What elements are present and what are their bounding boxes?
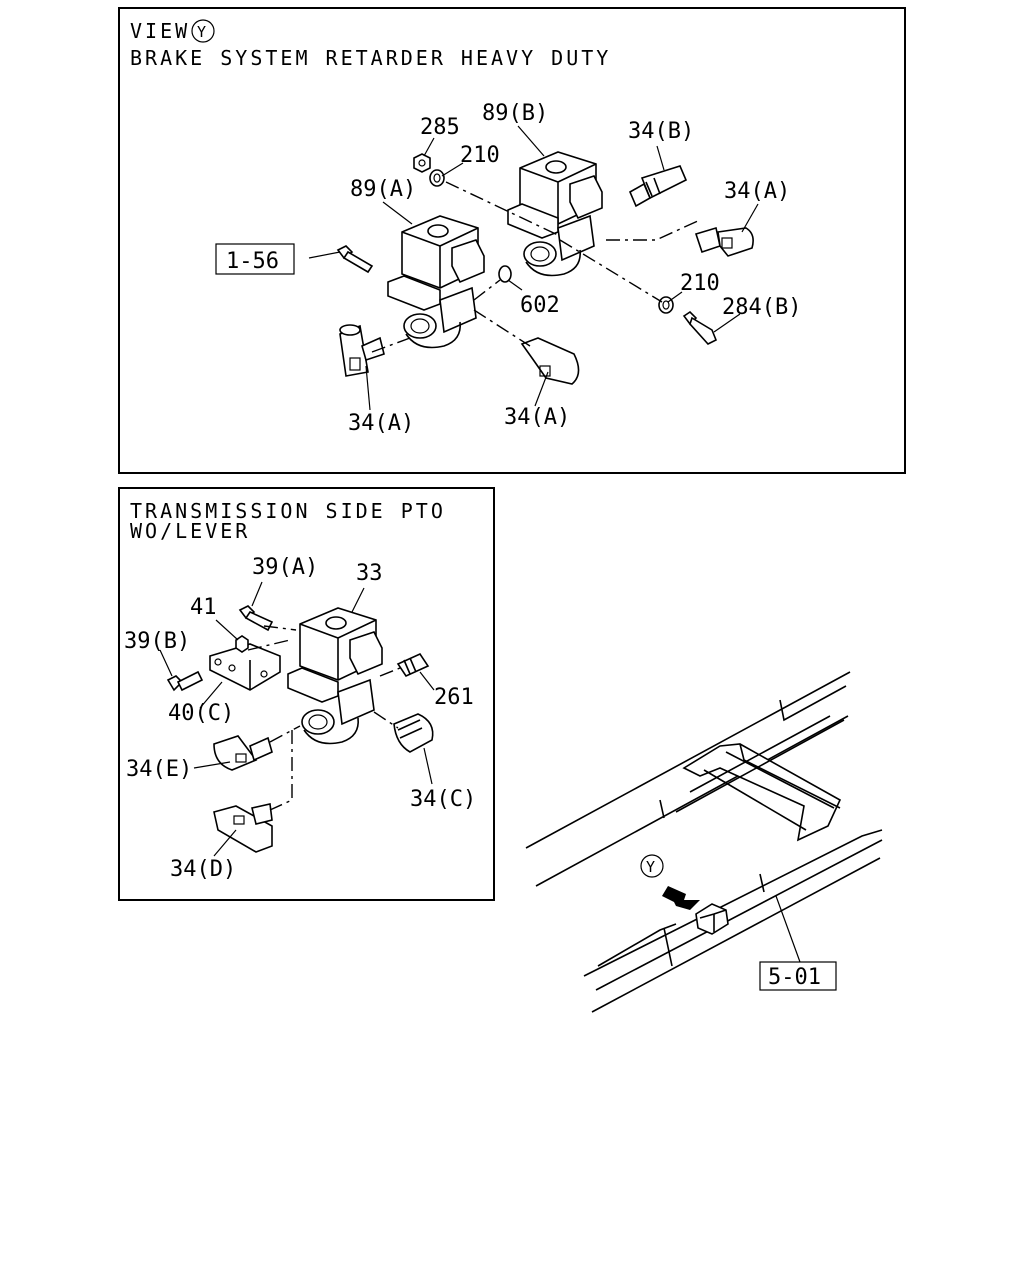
bolt-39b	[166, 670, 204, 692]
fitting-34a-bottom-left	[339, 324, 385, 377]
label-40c: 40(C)	[168, 701, 234, 726]
dashline	[263, 625, 297, 631]
bolt-1-56	[336, 245, 374, 274]
view-mark: Y	[197, 23, 206, 41]
fitting-34b	[628, 165, 688, 208]
label-41: 41	[190, 595, 217, 620]
fitting-34c	[393, 713, 434, 753]
label-210-upper: 210	[460, 143, 500, 168]
dashline	[473, 279, 501, 301]
label-34c: 34(C)	[410, 787, 476, 812]
label-34e: 34(E)	[126, 757, 192, 782]
plug-261	[396, 652, 430, 678]
label-33: 33	[356, 561, 383, 586]
fitting-34a-right	[694, 226, 754, 257]
view-arrow-icon	[662, 886, 700, 910]
label-261: 261	[434, 685, 474, 710]
valve-33	[287, 607, 383, 745]
chassis-valve	[695, 903, 729, 935]
nut-285	[413, 153, 431, 173]
ref-box-5-01[interactable]	[759, 961, 837, 991]
panel-title-line2: WO/LEVER	[130, 519, 250, 543]
dashline	[373, 711, 399, 729]
ref-box-1-56[interactable]	[215, 243, 295, 275]
dashline	[445, 181, 561, 237]
bolt-284b	[682, 310, 718, 345]
panel-title: BRAKE SYSTEM RETARDER HEAVY DUTY	[130, 46, 611, 70]
fitting-34d	[213, 803, 273, 853]
panel-frame	[118, 7, 906, 474]
oring-602	[498, 265, 512, 283]
panel-transmission-pto: TRANSMISSION SIDE PTO WO/LEVER	[118, 487, 495, 901]
dashline	[269, 725, 301, 743]
fitting-34e	[213, 735, 273, 771]
view-mark-circle	[640, 854, 664, 878]
nut-41	[235, 635, 249, 653]
dashline	[371, 337, 411, 353]
ref-box-5-01-label[interactable]: 5-01	[768, 965, 821, 990]
chassis-view-mark: Y	[646, 858, 655, 876]
dashline	[559, 239, 663, 303]
label-34a-bottom-left: 34(A)	[348, 411, 414, 436]
label-39a: 39(A)	[252, 555, 318, 580]
label-89b: 89(B)	[482, 101, 548, 126]
label-210-lower: 210	[680, 271, 720, 296]
view-mark-circle	[191, 19, 215, 43]
label-89a: 89(A)	[350, 177, 416, 202]
label-39b: 39(B)	[124, 629, 190, 654]
label-34a-bottom-center: 34(A)	[504, 405, 570, 430]
fitting-34a-bottom-center	[520, 337, 580, 385]
label-284b: 284(B)	[722, 295, 801, 320]
dashline	[379, 667, 401, 677]
panel-brake-retarder: VIEW Y BRAKE SYSTEM RETARDER HEAVY DUTY	[118, 7, 906, 474]
label-285: 285	[420, 115, 460, 140]
ref-box-1-56-label[interactable]: 1-56	[226, 249, 279, 274]
chassis-view: Y 5-01	[525, 671, 883, 1013]
dashline	[606, 219, 701, 241]
label-34a-right: 34(A)	[724, 179, 790, 204]
valve-89a	[387, 215, 485, 349]
panel-title-line1: TRANSMISSION SIDE PTO	[130, 499, 446, 523]
dashline	[473, 309, 531, 347]
dashline	[269, 730, 293, 811]
washer-210-upper	[429, 169, 445, 187]
label-34b: 34(B)	[628, 119, 694, 144]
bracket-40c	[209, 643, 281, 691]
panel-frame	[118, 487, 495, 901]
label-602: 602	[520, 293, 560, 318]
label-34d: 34(D)	[170, 857, 236, 882]
dashline	[247, 639, 291, 651]
view-word: VIEW	[130, 19, 190, 43]
